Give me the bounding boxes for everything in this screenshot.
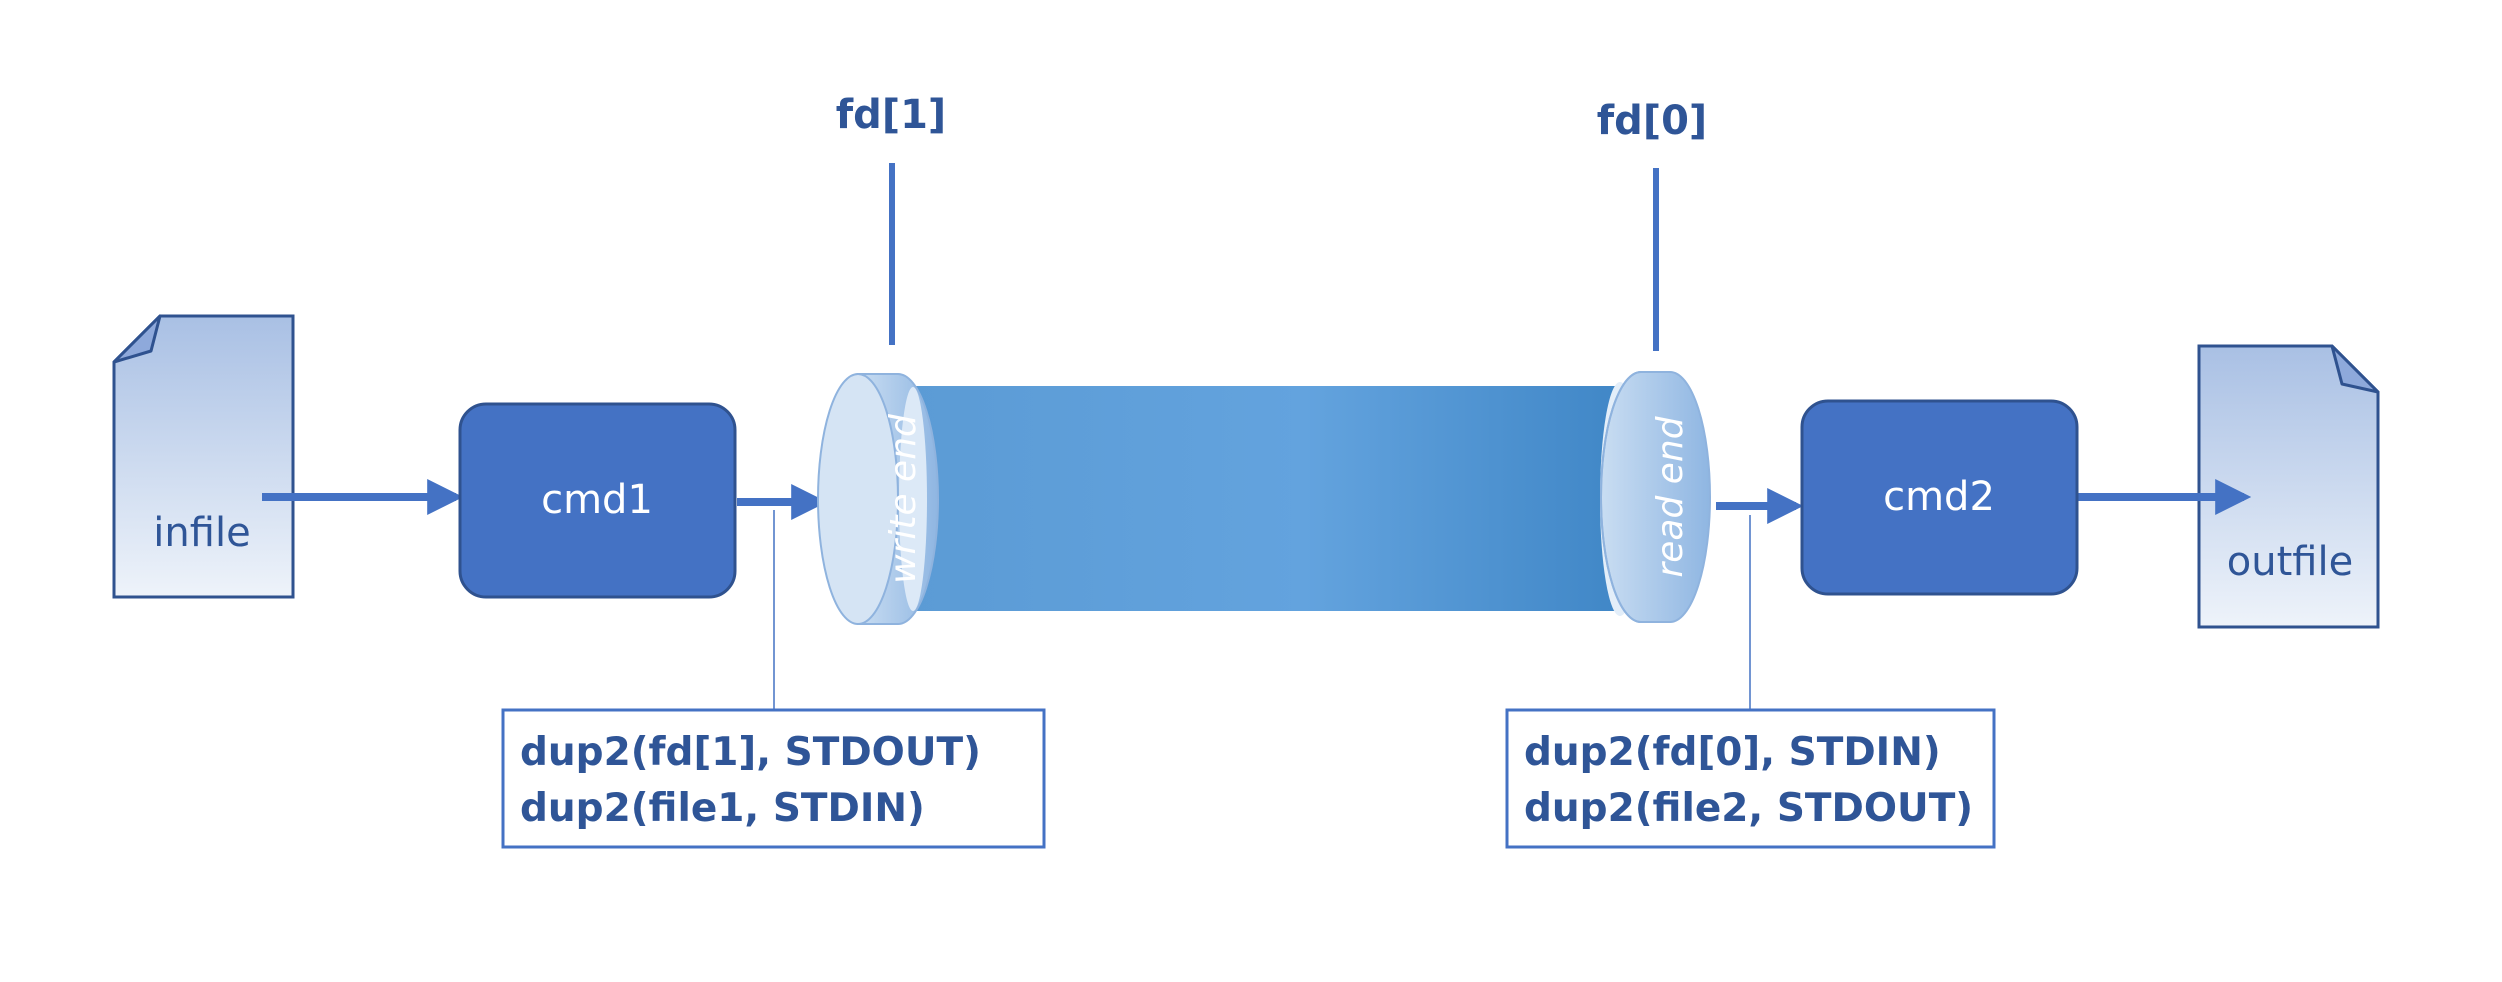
- left-dup2-note: dup2(fd[1], STDOUT) dup2(file1, STDIN): [501, 708, 1046, 849]
- outfile-document[interactable]: outfile: [2197, 344, 2380, 629]
- outfile-label: outfile: [2227, 539, 2353, 585]
- write-end-cap[interactable]: write end: [817, 373, 939, 625]
- left-note-line-1: dup2(fd[1], STDOUT): [520, 730, 981, 775]
- folded-corner-icon: [112, 314, 162, 364]
- cmd1-label: cmd1: [541, 477, 653, 523]
- cmd2-box[interactable]: cmd2: [1800, 399, 2079, 596]
- pipe-body: [910, 386, 1630, 611]
- right-dup2-note: dup2(fd[0], STDIN) dup2(file2, STDOUT): [1505, 708, 1996, 849]
- pipe: write end read end: [817, 371, 1711, 625]
- infile-document[interactable]: infile: [112, 314, 295, 599]
- cmd1-box[interactable]: cmd1: [458, 402, 737, 599]
- write-end-label: write end: [883, 413, 924, 584]
- read-end-cap[interactable]: read end: [1600, 371, 1711, 623]
- read-end-label: read end: [1650, 415, 1691, 577]
- read-fd-label: fd[0]: [1597, 98, 1707, 144]
- right-note-line-1: dup2(fd[0], STDIN): [1524, 730, 1941, 775]
- document-icon: [2197, 344, 2380, 629]
- left-note-line-2: dup2(file1, STDIN): [520, 786, 925, 831]
- cmd2-label: cmd2: [1883, 474, 1995, 520]
- folded-corner-icon: [2330, 344, 2380, 394]
- right-note-line-2: dup2(file2, STDOUT): [1524, 786, 1973, 831]
- infile-label: infile: [153, 510, 250, 556]
- write-fd-label: fd[1]: [836, 92, 946, 138]
